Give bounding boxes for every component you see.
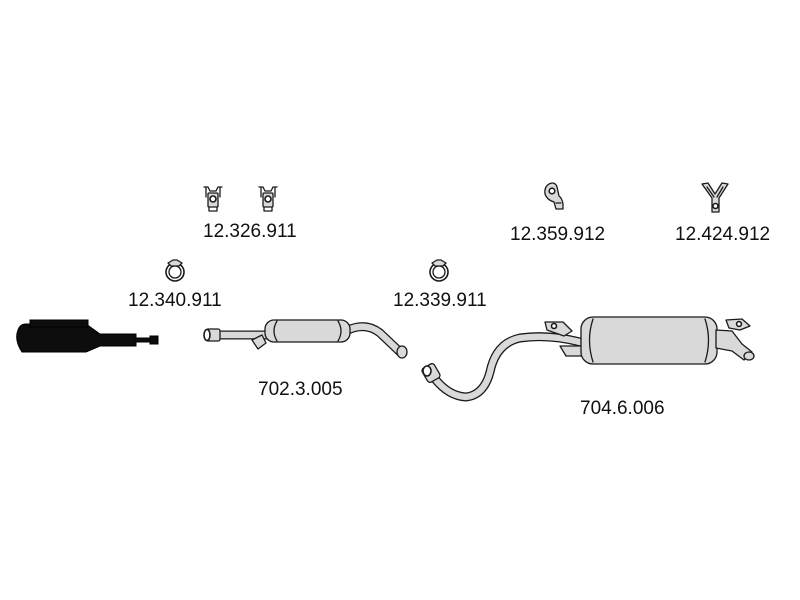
pipe-clamp-icon bbox=[429, 259, 449, 282]
y-bracket-icon bbox=[701, 182, 729, 213]
catalytic-converter-icon bbox=[16, 319, 159, 353]
part-label-clamp-front: 12.340.911 bbox=[128, 290, 222, 311]
part-label-bracket: 12.359.912 bbox=[510, 224, 605, 245]
middle-silencer-icon bbox=[203, 319, 408, 359]
part-label-middle-silencer: 702.3.005 bbox=[258, 379, 343, 400]
part-label-y-bracket: 12.424.912 bbox=[675, 224, 770, 245]
rubber-hanger-icon bbox=[203, 186, 223, 212]
pipe-clamp-icon bbox=[165, 259, 185, 282]
part-label-rear-silencer: 704.6.006 bbox=[580, 398, 665, 419]
part-label-hanger-pair: 12.326.911 bbox=[203, 221, 297, 242]
part-label-clamp-rear: 12.339.911 bbox=[393, 290, 487, 311]
mounting-bracket-icon bbox=[544, 182, 564, 210]
rear-silencer-icon bbox=[421, 316, 755, 402]
rubber-hanger-icon bbox=[258, 186, 278, 212]
